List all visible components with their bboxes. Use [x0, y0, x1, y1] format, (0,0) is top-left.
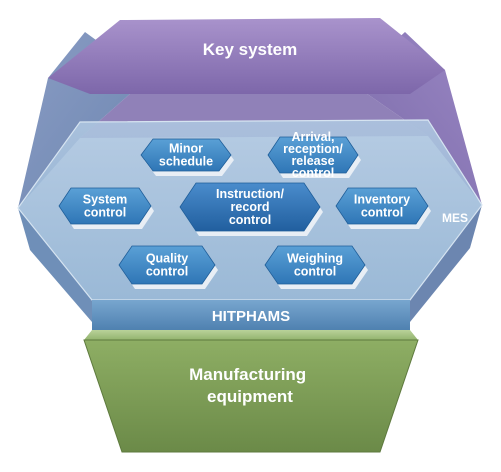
module-arrival-reception-release-control-label-line: release — [291, 154, 334, 168]
module-weighing-control-label-line: Weighing — [287, 252, 343, 266]
module-inventory-control — [335, 187, 429, 225]
module-weighing-control — [264, 245, 366, 285]
module-system-control-label-line: control — [84, 206, 126, 220]
manufacturing-edge — [83, 339, 419, 453]
module-instruction-record-control-label-line: record — [231, 200, 270, 214]
module-inventory-control-label-line: control — [361, 206, 403, 220]
module-minor-schedule-label-line: schedule — [159, 155, 213, 169]
module-weighing-control-label-line: control — [294, 265, 336, 279]
key-system-label: Key system — [203, 40, 298, 59]
hitphams-label: HITPHAMS — [212, 308, 290, 325]
module-instruction-record-control-label-line: Instruction/ — [216, 187, 285, 201]
module-quality-control-label-line: Quality — [146, 252, 188, 266]
manufacturing-label-line-1: Manufacturing — [189, 365, 306, 384]
module-arrival-reception-release-control-label-line: control — [292, 166, 334, 180]
manufacturing-top-face — [84, 330, 418, 340]
module-system-control-label-line: System — [83, 193, 127, 207]
module-arrival-reception-release-control-label-line: Arrival, — [291, 130, 334, 144]
mes-tag: MES — [442, 211, 468, 225]
module-arrival-reception-release-control — [267, 136, 359, 174]
module-arrival-reception-release-control-label-line: reception/ — [283, 142, 343, 156]
module-inventory-control-label-line: Inventory — [354, 193, 410, 207]
module-quality-control — [118, 245, 216, 285]
module-minor-schedule — [140, 138, 232, 172]
manufacturing-label-line-2: equipment — [207, 387, 293, 406]
manufacturing-label: Manufacturing equipment — [189, 365, 311, 406]
module-system-control — [58, 187, 152, 225]
module-quality-control-label-line: control — [146, 265, 188, 279]
hitphams-band — [92, 300, 410, 330]
manufacturing-layer: Manufacturing equipment — [83, 330, 419, 453]
mes-side-left — [18, 208, 92, 322]
module-instruction-record-control — [179, 182, 321, 232]
module-instruction-record-control-label-line: control — [229, 213, 271, 227]
key-system-top-face — [48, 18, 445, 94]
manufacturing-front-face — [84, 340, 418, 452]
module-minor-schedule-label-line: Minor — [169, 142, 203, 156]
mes-side-right — [410, 205, 482, 322]
